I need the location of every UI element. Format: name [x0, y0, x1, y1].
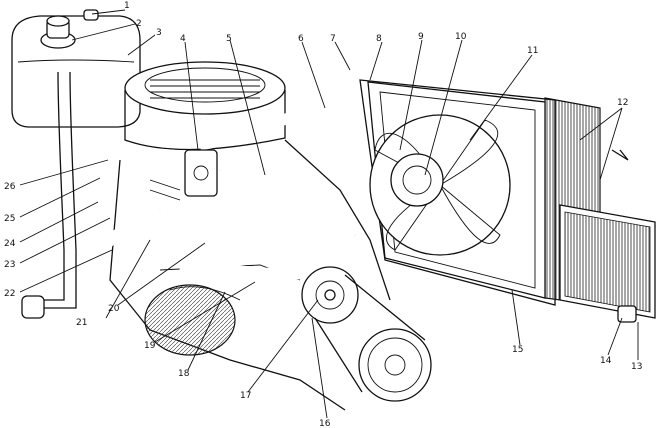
- tank-sensor: [83, 9, 99, 21]
- callout-3: 3: [156, 28, 162, 38]
- tank-hose: [40, 71, 65, 301]
- thermostat-housing: [149, 149, 218, 201]
- callout-26: 26: [4, 182, 16, 192]
- callout-labels: 1 2 3 4 5 6 7 8 9 10 11 12 13 14 15 16 1…: [4, 1, 642, 428]
- callout-12: 12: [617, 98, 628, 108]
- drive-belt: [314, 274, 426, 393]
- callout-18: 18: [178, 369, 190, 379]
- cooling-fan: [369, 114, 511, 256]
- callout-1: 1: [124, 1, 130, 11]
- engine-block: [109, 139, 391, 411]
- callout-9: 9: [418, 32, 424, 42]
- callout-10: 10: [455, 32, 467, 42]
- callout-14: 14: [600, 356, 612, 366]
- drain-plug: [617, 305, 637, 323]
- callout-20: 20: [108, 304, 120, 314]
- callout-16: 16: [319, 419, 331, 428]
- callout-8: 8: [376, 34, 382, 44]
- tank-hose-end: [21, 295, 45, 319]
- crankshaft-pulley: [358, 328, 432, 402]
- callout-19: 19: [144, 341, 156, 351]
- leader-lines: [19, 9, 639, 419]
- direction-arrow: [611, 149, 629, 161]
- callout-24: 24: [4, 239, 16, 249]
- callout-2: 2: [136, 19, 142, 29]
- callout-5: 5: [226, 34, 232, 44]
- callout-22: 22: [4, 289, 15, 299]
- fan-motor: [390, 153, 444, 207]
- callout-17: 17: [240, 391, 251, 401]
- callout-4: 4: [180, 34, 186, 44]
- callout-7: 7: [330, 34, 336, 44]
- callout-15: 15: [512, 345, 523, 355]
- callout-25: 25: [4, 214, 15, 224]
- callout-6: 6: [298, 34, 304, 44]
- callout-21: 21: [76, 318, 87, 328]
- expansion-tank: [11, 9, 141, 128]
- air-filter-housing: [124, 61, 286, 151]
- callout-23: 23: [4, 260, 15, 270]
- callout-13: 13: [631, 362, 642, 372]
- water-pump: [301, 266, 359, 324]
- callout-11: 11: [527, 46, 538, 56]
